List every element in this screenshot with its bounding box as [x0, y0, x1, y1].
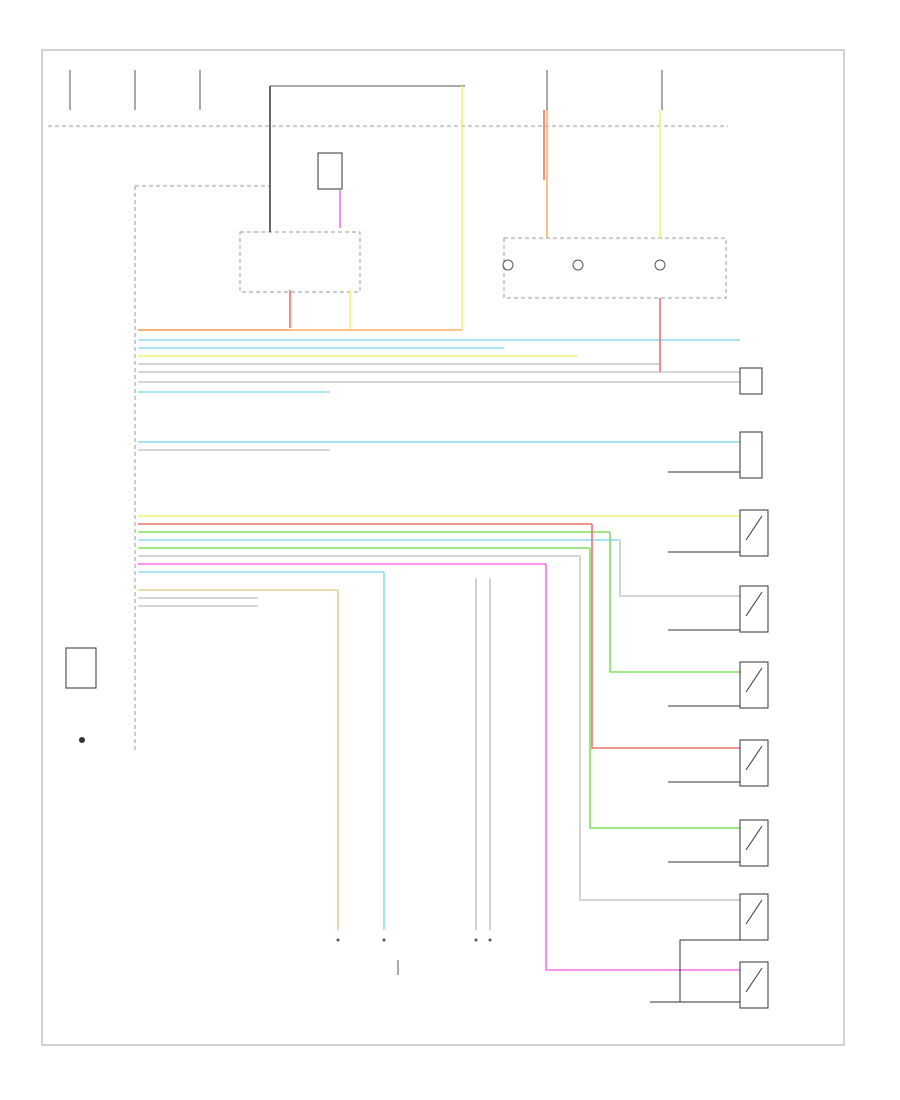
indicator-lamp-1 [502, 259, 514, 271]
switch-8 [739, 893, 769, 941]
wire-pink-route [545, 564, 740, 971]
switch-block-box [239, 231, 361, 293]
wire-red-route [591, 524, 740, 749]
wire-green-route [609, 532, 740, 673]
wire-green-route-2 [589, 548, 740, 829]
switch-6 [739, 739, 769, 787]
switch-4 [739, 585, 769, 633]
fuse-group [69, 70, 663, 116]
switch-3 [739, 509, 769, 557]
switch-7 [739, 819, 769, 867]
switch-5 [739, 661, 769, 709]
indicator-lamp-2 [572, 259, 584, 271]
switch-2 [739, 431, 763, 479]
module-symbol [65, 647, 97, 689]
relay-box [317, 152, 343, 190]
wire-gray-route [619, 540, 740, 597]
switch-group [739, 367, 769, 1009]
diagram-frame [41, 49, 845, 1046]
switch-1 [739, 367, 763, 395]
ground-stubs [650, 471, 740, 1003]
indicator-lamp-3 [654, 259, 666, 271]
switch-9 [739, 961, 769, 1009]
module-ground-dot [79, 737, 85, 743]
connector-points [336, 938, 492, 942]
wire-gray-route-2 [579, 556, 740, 901]
instrument-cluster-box [503, 237, 727, 299]
